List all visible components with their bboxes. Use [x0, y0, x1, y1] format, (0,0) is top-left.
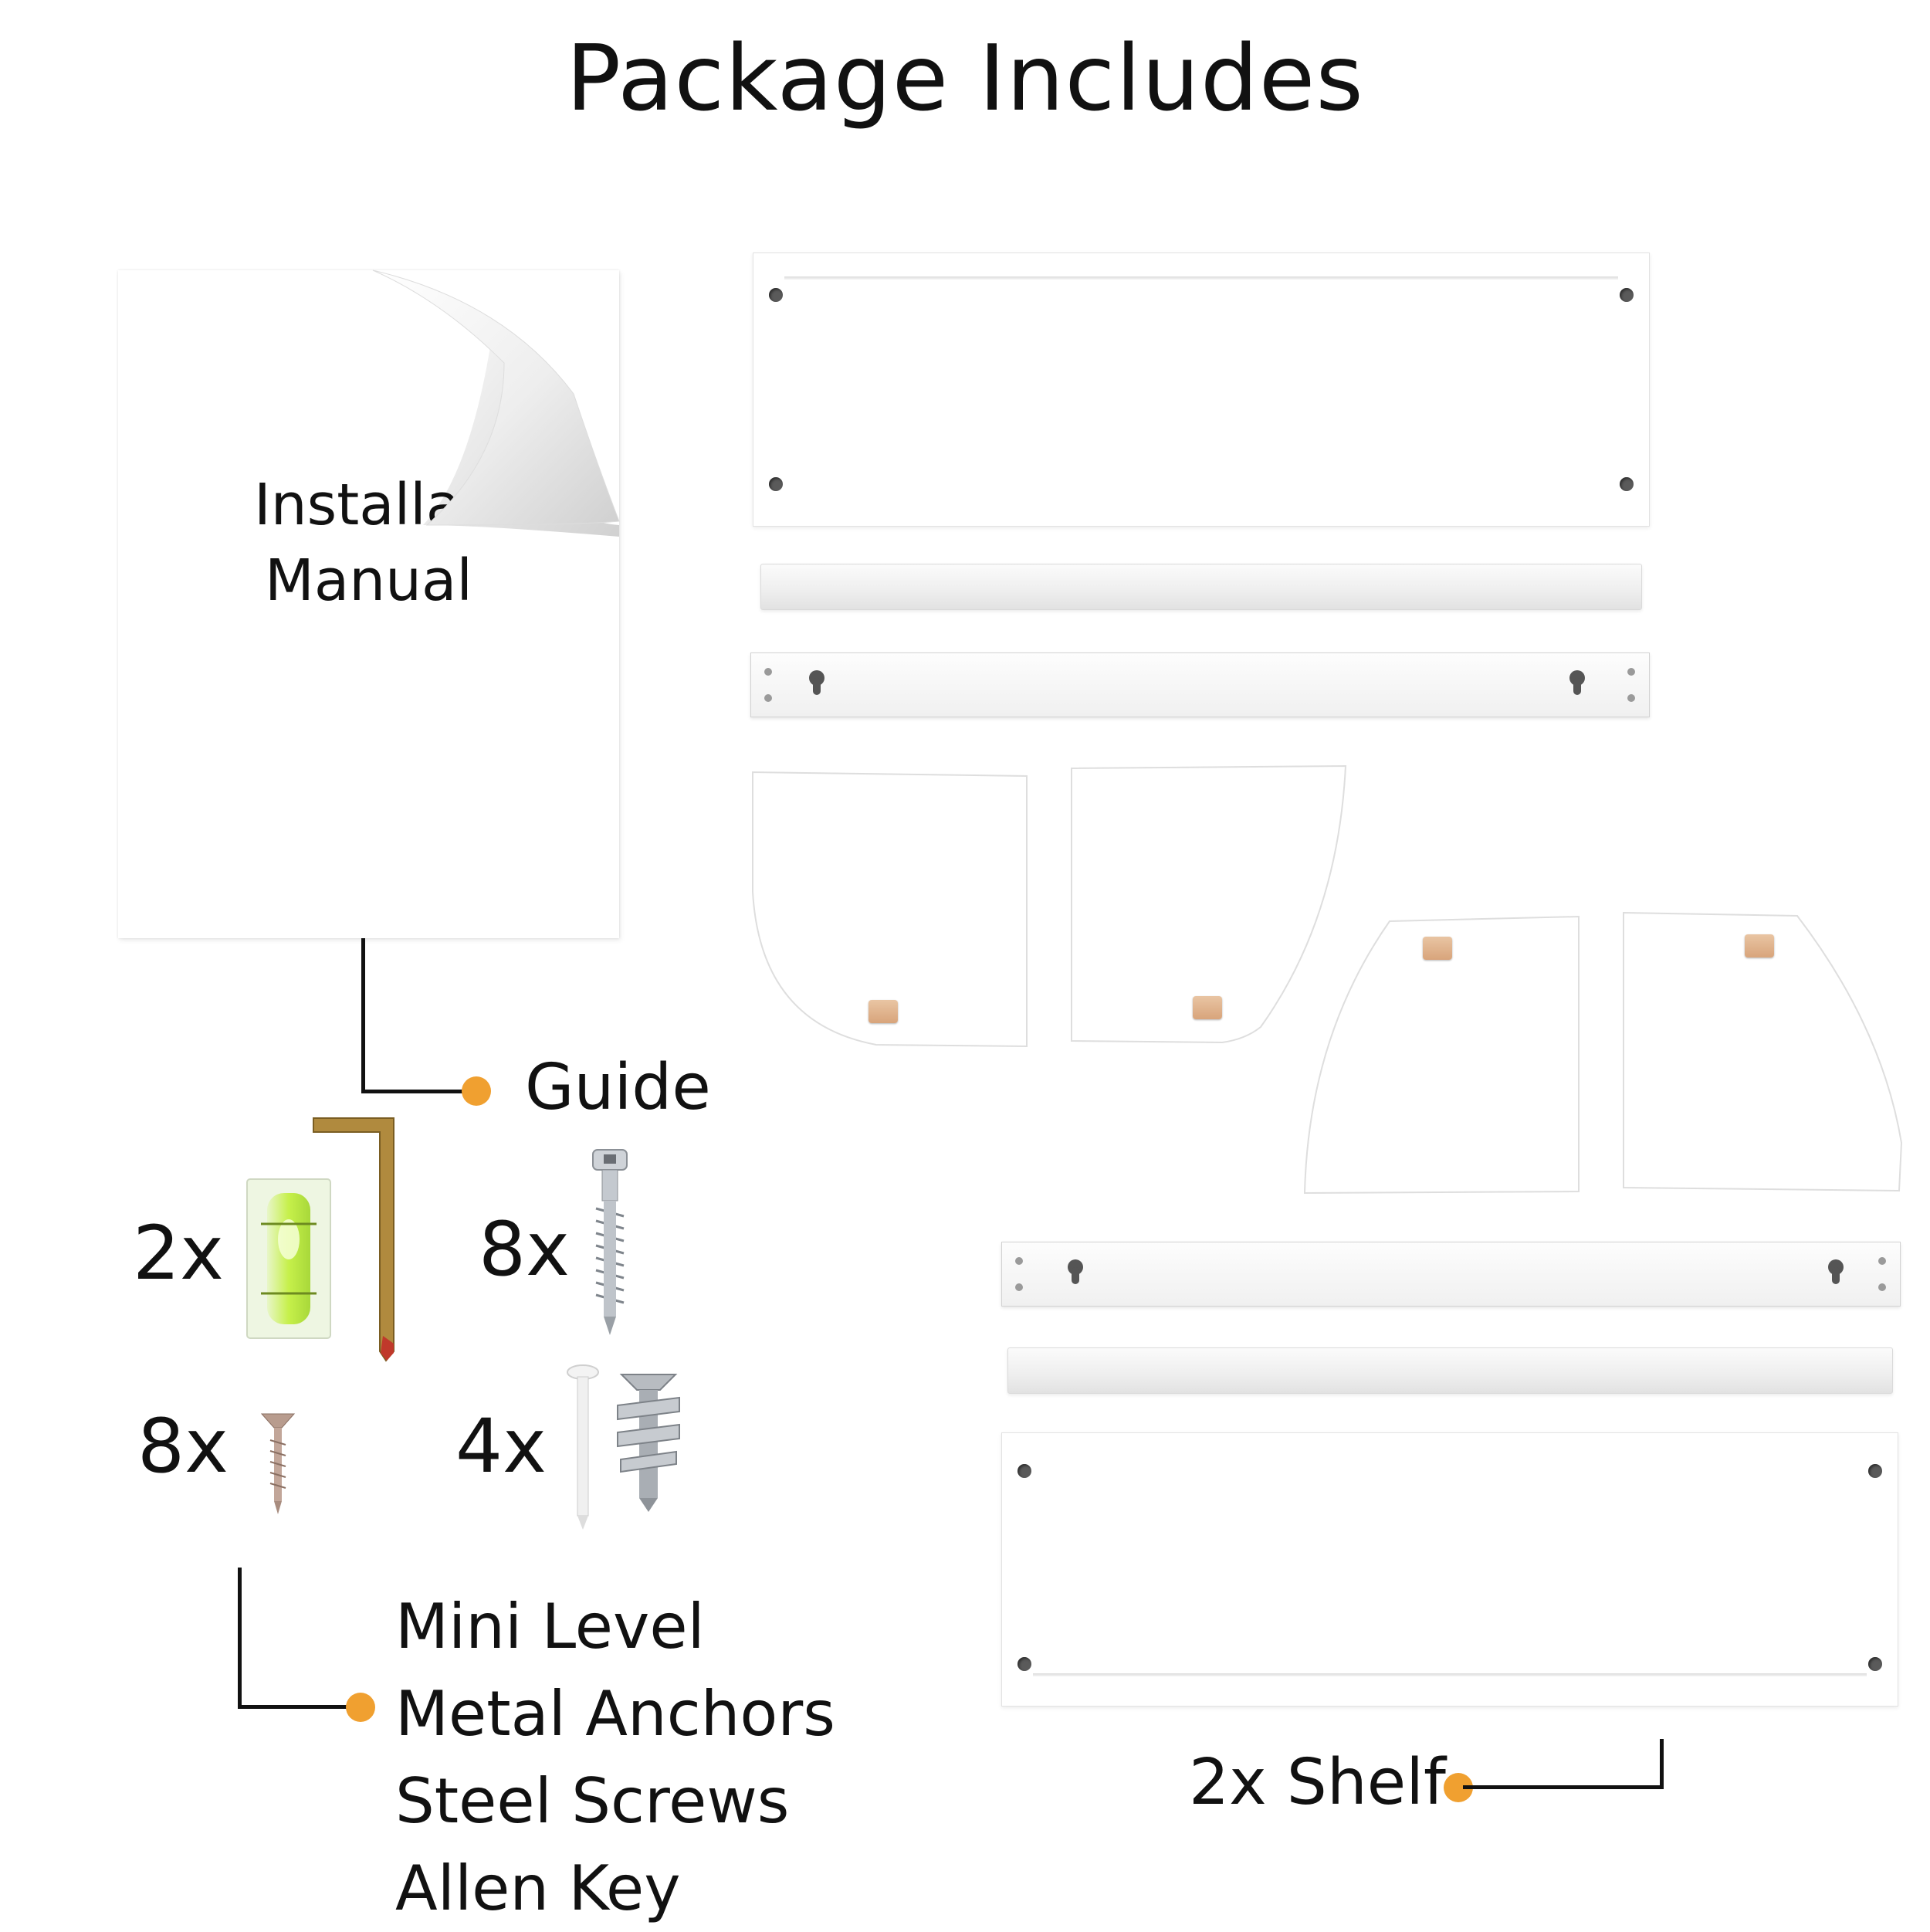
side-bracket-right-a	[1071, 764, 1347, 1044]
hardware-item-mini-level: Mini Level	[395, 1591, 705, 1663]
page-title: Package Includes	[566, 25, 1364, 131]
screw-hole	[1868, 1657, 1882, 1671]
wood-peg	[1745, 934, 1774, 958]
screw-hole	[1868, 1464, 1882, 1478]
installation-manual: Installat Manual	[118, 269, 620, 938]
long-screws-count: 8x	[479, 1206, 570, 1293]
screw-hole	[1620, 288, 1634, 302]
hardware-item-steel-screws: Steel Screws	[395, 1765, 790, 1837]
hardware-item-allen-key: Allen Key	[395, 1852, 681, 1924]
anchor-nail-icon	[567, 1364, 599, 1530]
front-rail-bottom	[1007, 1347, 1893, 1394]
wood-peg	[868, 1000, 898, 1023]
guide-connector-vertical	[361, 938, 365, 1093]
screw-hole	[1017, 1657, 1031, 1671]
metal-anchor-icon	[617, 1374, 680, 1512]
shelf-connector-horizontal	[1463, 1785, 1664, 1789]
screw-hole	[769, 288, 783, 302]
hardware-connector-horizontal	[238, 1705, 361, 1709]
front-rail-top	[760, 564, 1642, 610]
side-bracket-right-b	[1623, 911, 1903, 1192]
hardware-list: Mini Level Metal Anchors Steel Screws Al…	[395, 1583, 835, 1932]
screw-hole	[1620, 477, 1634, 491]
hardware-item-metal-anchors: Metal Anchors	[395, 1678, 835, 1750]
wood-screws-count: 8x	[137, 1403, 229, 1490]
hardware-connector-vertical	[238, 1568, 242, 1709]
mounting-bracket-bottom	[1001, 1242, 1901, 1307]
shelf-label: 2x Shelf	[1189, 1746, 1446, 1819]
screw-hole	[769, 477, 783, 491]
shelf-groove	[784, 276, 1618, 280]
shelf-connector-vertical	[1660, 1739, 1664, 1789]
side-bracket-left-b	[1303, 915, 1580, 1195]
anchors-count: 4x	[455, 1403, 547, 1490]
guide-label: Guide	[525, 1051, 711, 1124]
guide-connector-horizontal	[361, 1090, 477, 1093]
shelf-board-bottom	[1001, 1432, 1898, 1707]
manual-page-curl-icon	[372, 269, 620, 537]
wood-screw-icon	[260, 1413, 296, 1514]
screw-hole	[1017, 1464, 1031, 1478]
shelf-board-top	[753, 253, 1650, 527]
steel-screw-icon	[592, 1149, 628, 1335]
level-key-count: 2x	[133, 1210, 224, 1296]
guide-dot	[462, 1076, 491, 1106]
wood-peg	[1193, 996, 1222, 1019]
mini-level-icon	[246, 1178, 331, 1339]
hardware-dot	[346, 1693, 375, 1722]
allen-key-icon	[313, 1117, 394, 1362]
side-bracket-left-a	[752, 771, 1028, 1048]
wood-peg	[1423, 937, 1452, 960]
mounting-bracket-top	[750, 652, 1650, 717]
shelf-groove	[1033, 1673, 1867, 1676]
manual-title-line2: Manual	[265, 547, 472, 614]
